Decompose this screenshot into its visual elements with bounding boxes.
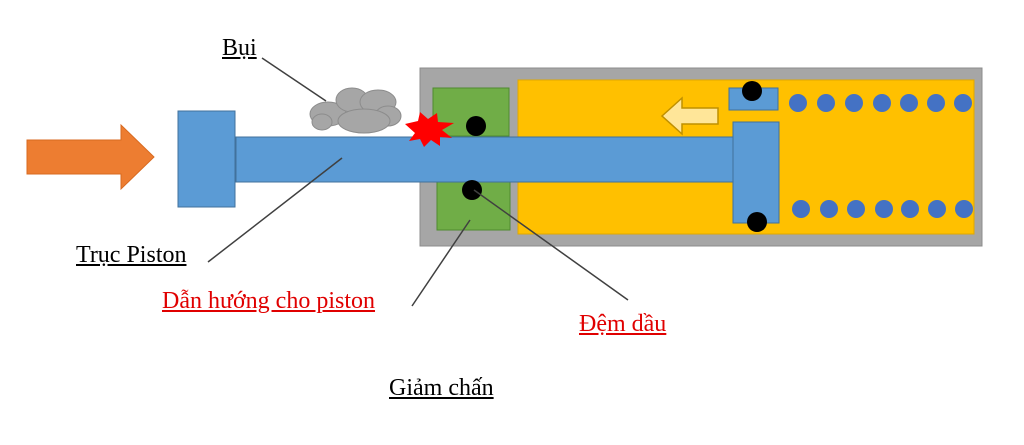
spark-icon [405,112,454,147]
piston-rod [235,136,737,183]
rod-end-cap [177,110,236,208]
upper-ball-row [789,94,972,112]
ball [847,200,865,218]
seal-dot-upper-guide [466,116,486,136]
leader-line-oil-seal [473,189,629,301]
ball [789,94,807,112]
ball [820,200,838,218]
ball [792,200,810,218]
piston-head [732,121,780,224]
seal-dot-lower-guide [462,180,482,200]
right-arrow-icon [26,123,155,191]
upper-guide [432,87,510,137]
label-piston-rod: Trục Piston [76,242,187,268]
left-arrow-icon [660,96,719,136]
ball [928,200,946,218]
ball [955,200,973,218]
seal-dot-top-bar [742,81,762,101]
ball [845,94,863,112]
ball [954,94,972,112]
label-dust: Bụi [222,35,257,61]
ball [900,94,918,112]
leader-line-piston-guide [411,219,471,307]
cloud-icon [309,87,402,134]
ball [817,94,835,112]
leader-line-dust [261,57,327,102]
ball [901,200,919,218]
diagram-caption: Giảm chấn [389,375,494,401]
ball [927,94,945,112]
lower-guide [436,181,511,231]
label-oil-seal: Đệm dầu [579,311,667,337]
seal-dot-piston-bottom [747,212,767,232]
ball [875,200,893,218]
label-piston-guide: Dẫn hướng cho piston [162,288,376,314]
leader-line-piston-rod [207,157,343,263]
lower-ball-row [792,200,973,218]
ball [873,94,891,112]
